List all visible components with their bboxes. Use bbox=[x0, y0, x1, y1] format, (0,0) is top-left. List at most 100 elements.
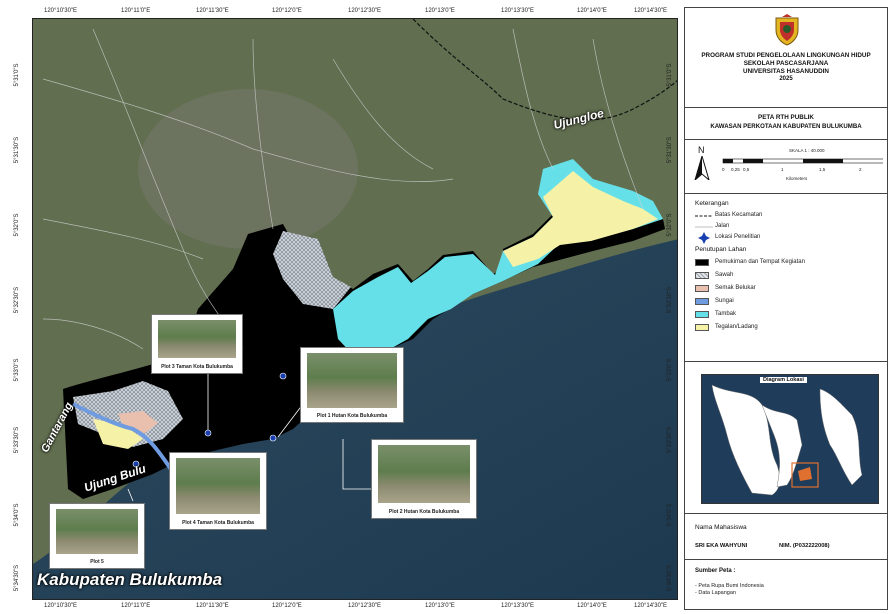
landcover-tegalan bbox=[503, 171, 658, 267]
tick-bottom-5: 120°13'0"E bbox=[425, 603, 455, 609]
institution-section: PROGRAM STUDI PENGELOLAAN LINGKUNGAN HID… bbox=[685, 8, 887, 108]
scale-tick-0: 0 bbox=[722, 167, 725, 172]
landcover-pemukiman bbox=[63, 214, 665, 499]
plot-5-photo[interactable]: Plot 5 bbox=[49, 503, 145, 569]
swatch-1 bbox=[695, 272, 709, 279]
landcover-title: Penutupan Lahan bbox=[695, 246, 747, 253]
plot-3-label: Plot 3 Taman Kota Bulukumba bbox=[161, 364, 233, 370]
plot-2-photo[interactable]: Plot 2 Hutan Kota Bulukumba bbox=[371, 439, 477, 519]
swatch-0 bbox=[695, 259, 709, 266]
landcover-label-0: Pemukiman dan Tempat Kegiatan bbox=[715, 258, 805, 265]
keterangan-title: Keterangan bbox=[695, 200, 729, 207]
tick-top-7: 120°14'0"E bbox=[577, 8, 607, 14]
title-section: PETA RTH PUBLIK KAWASAN PERKOTAAN KABUPA… bbox=[685, 108, 887, 140]
scale-bar bbox=[722, 158, 883, 164]
legend-road-label: Jalan bbox=[715, 223, 730, 229]
tick-left-0: 5°31'0"S bbox=[14, 63, 20, 87]
legend-site-label: Lokasi Penelitian bbox=[715, 234, 761, 240]
plot-1-photo[interactable]: Plot 1 Hutan Kota Bulukumba bbox=[300, 347, 404, 423]
tick-bottom-1: 120°11'0"E bbox=[121, 603, 151, 609]
boundary-kecamatan bbox=[412, 19, 677, 121]
scale-tick-3: 1 bbox=[781, 167, 784, 172]
tick-top-4: 120°12'30"E bbox=[348, 8, 382, 14]
source-item-1: - Peta Rupa Bumi Indonesia bbox=[695, 583, 764, 589]
inset-title: Diagram Lokasi bbox=[760, 377, 807, 383]
plot-4-image bbox=[176, 458, 260, 514]
tick-right-5: 5°33'30"S bbox=[667, 426, 673, 454]
tick-top-1: 120°11'0"E bbox=[121, 8, 151, 14]
map-frame[interactable]: Ujungloe Gantarang Ujung Bulu Kabupaten … bbox=[32, 18, 678, 600]
tick-bottom-3: 120°12'0"E bbox=[272, 603, 302, 609]
plot-connectors bbox=[127, 374, 378, 502]
landcover-label-5: Tegalan/Ladang bbox=[715, 323, 758, 330]
swatch-3 bbox=[695, 298, 709, 305]
north-label: N bbox=[698, 145, 705, 155]
site-marker-icon bbox=[698, 232, 710, 244]
plot-2-label: Plot 2 Hutan Kota Bulukumba bbox=[388, 509, 460, 515]
institution-line-1: PROGRAM STUDI PENGELOLAAN LINGKUNGAN HID… bbox=[701, 52, 871, 59]
source-section: Sumber Peta : - Peta Rupa Bumi Indonesia… bbox=[685, 560, 887, 611]
tick-left-2: 5°32'0"S bbox=[14, 213, 20, 237]
student-section: Nama Mahasiswa SRI EKA WAHYUNI NIM. (P03… bbox=[685, 514, 887, 560]
institution-line-3: UNIVERSITAS HASANUDDIN bbox=[743, 68, 829, 75]
institution-line-2: SEKOLAH PASCASARJANA bbox=[743, 60, 829, 67]
tick-right-7: 5°34'30"S bbox=[667, 564, 673, 592]
swatch-5 bbox=[695, 324, 709, 331]
region-label: Kabupaten Bulukumba bbox=[37, 570, 223, 589]
scale-unit: Kilometers bbox=[786, 176, 808, 181]
plot-1-image bbox=[307, 353, 397, 408]
tick-right-3: 5°32'30"S bbox=[667, 286, 673, 314]
tick-right-2: 5°32'0"S bbox=[667, 213, 673, 237]
inset-map[interactable]: Diagram Lokasi bbox=[701, 374, 879, 504]
institution-year: 2025 bbox=[779, 76, 793, 82]
scale-tick-1: 0,25 bbox=[731, 167, 740, 172]
landcover-label-3: Sungai bbox=[715, 297, 734, 304]
plot-4-label: Plot 4 Taman Kota Bulukumba bbox=[182, 520, 254, 526]
scale-tick-5: 2 bbox=[859, 167, 862, 172]
tick-left-7: 5°34'30"S bbox=[14, 564, 20, 592]
tick-right-1: 5°31'30"S bbox=[667, 136, 673, 164]
settlement-texture bbox=[138, 89, 358, 249]
tick-bottom-8: 120°14'30"E bbox=[634, 603, 668, 609]
inset-map-canvas bbox=[711, 384, 863, 496]
tick-left-5: 5°33'30"S bbox=[14, 426, 20, 454]
legend-boundary-label: Batas Kecamatan bbox=[715, 212, 763, 218]
north-arrow-icon bbox=[694, 156, 710, 180]
student-nim: NIM. (P032222008) bbox=[779, 543, 830, 549]
tick-left-4: 5°33'0"S bbox=[14, 358, 20, 382]
student-title: Nama Mahasiswa bbox=[695, 524, 747, 531]
source-title: Sumber Peta : bbox=[695, 568, 736, 574]
student-name: SRI EKA WAHYUNI bbox=[695, 543, 748, 549]
research-sites bbox=[132, 372, 287, 468]
plot-3-photo[interactable]: Plot 3 Taman Kota Bulukumba bbox=[151, 314, 243, 374]
landcover-tegalan-west bbox=[93, 419, 143, 449]
plot-4-photo[interactable]: Plot 4 Taman Kota Bulukumba bbox=[169, 452, 267, 530]
keterangan-section: Keterangan Batas Kecamatan Jalan Lokasi … bbox=[685, 194, 887, 362]
scale-tick-4: 1,5 bbox=[819, 167, 826, 172]
plot-5-label: Plot 5 bbox=[90, 559, 104, 565]
tick-right-4: 5°33'0"S bbox=[667, 358, 673, 382]
tick-left-3: 5°32'30"S bbox=[14, 286, 20, 314]
tick-top-5: 120°13'0"E bbox=[425, 8, 455, 14]
tick-top-6: 120°13'30"E bbox=[501, 8, 535, 14]
boundary-symbol bbox=[695, 215, 713, 217]
tick-left-6: 5°34'0"S bbox=[14, 503, 20, 527]
plot-2-image bbox=[378, 445, 470, 503]
source-item-2: - Data Lapangan bbox=[695, 590, 736, 596]
legend-panel: PROGRAM STUDI PENGELOLAAN LINGKUNGAN HID… bbox=[684, 7, 888, 610]
plot-3-image bbox=[158, 320, 236, 358]
landcover-label-2: Semak Belukar bbox=[715, 284, 756, 291]
swatch-4 bbox=[695, 311, 709, 318]
plot-1-label: Plot 1 Hutan Kota Bulukumba bbox=[316, 413, 388, 419]
tick-top-2: 120°11'30"E bbox=[196, 8, 229, 14]
tick-bottom-4: 120°12'30"E bbox=[348, 603, 382, 609]
landcover-label-1: Sawah bbox=[715, 271, 734, 278]
tick-left-1: 5°31'30"S bbox=[14, 136, 20, 164]
tick-bottom-7: 120°14'0"E bbox=[577, 603, 607, 609]
tick-right-0: 5°31'0"S bbox=[667, 63, 673, 87]
plot-5-image bbox=[56, 509, 138, 554]
tick-bottom-6: 120°13'30"E bbox=[501, 603, 535, 609]
tick-top-3: 120°12'0"E bbox=[272, 8, 302, 14]
inset-section: Diagram Lokasi bbox=[685, 362, 887, 514]
